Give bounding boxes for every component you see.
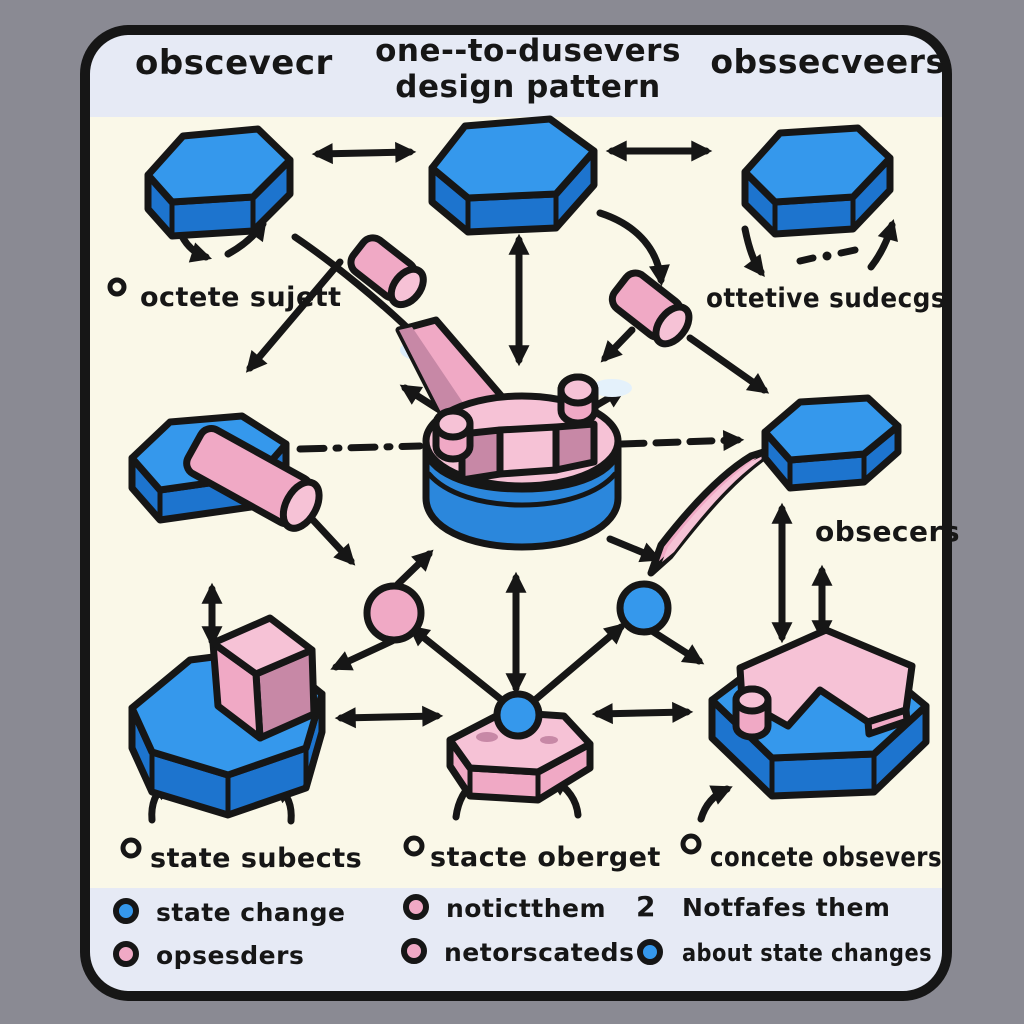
dashed-arrow [618,430,745,452]
blue-state-circle [616,580,672,636]
arrow [245,258,344,373]
dot [822,251,832,261]
pink-state-circle [363,582,425,644]
subject-hexagon-top-left [144,125,294,240]
pink-cube-top [209,614,316,678]
legend-label: Notfafes them [682,893,890,922]
hub-notch-wall [552,420,598,474]
card-border [80,25,952,1001]
double-arrow [591,701,694,725]
pad-slot [476,732,498,742]
blue-ball [493,690,543,740]
header-band [85,30,947,117]
hub-notch-floor [496,423,560,478]
bullet-ring [403,835,425,857]
dash [796,254,817,265]
legend-label: notictthem [446,894,606,923]
state-object-pad [446,690,594,804]
note-subject-top-right: ottetive sudecgs [706,283,946,314]
double-arrow [334,705,444,729]
arrow [606,535,662,563]
header-left-label: obscevecr [135,43,333,83]
legend-label: netorscateds [444,938,634,967]
legend-number-bullet: 2 [636,890,656,923]
concrete-observer-hexagon-bottom-right [708,626,930,800]
double-arrow [311,141,417,165]
note-observers-right: obsecers [815,515,960,548]
observer-hexagon-mid-right [647,394,902,577]
arrow [600,326,636,363]
curved-arrow [596,209,670,287]
arrow [686,334,770,394]
pink-cylinder-attachment [183,425,323,532]
legend-label: about state changes [682,939,932,967]
title-line2: design pattern [395,69,660,105]
message-cylinder-left [347,234,427,309]
pink-dot-icon [113,941,139,967]
caption-concrete-observers: concete obsevers [710,842,942,873]
legend: state change opsesders notictthem netors… [113,890,932,970]
arrow [394,549,434,588]
relationship-arrows [148,140,898,825]
subject-hexagon-top-center [428,115,598,236]
dash [837,246,859,257]
dash-dot-line [296,442,424,453]
pink-dot-icon [401,938,427,964]
curved-arrow [741,225,765,277]
concrete-subject-hexagon-bottom-left [128,614,326,819]
arrow [308,515,356,566]
pad-slot [540,736,558,744]
note-subject-top-left: octete sujett [140,282,342,313]
caption-state-subjects: state subects [150,843,362,874]
legend-label: opsesders [156,941,304,970]
bullet-ring [680,833,702,855]
arrow [330,637,396,671]
curved-arrow [867,218,898,271]
bullet-ring [107,277,127,297]
caption-arrow [697,785,733,823]
blue-dot-icon [113,898,139,924]
highlight [592,379,632,397]
title-line1: one--to-dusevers [375,33,681,69]
caption-state-object: stacte oberget [430,842,661,873]
arrow [408,625,512,709]
pink-dot-icon [403,894,429,920]
arrow [399,384,442,413]
legend-label: state change [156,898,345,927]
arrow [648,627,705,665]
central-subject-hub [395,316,632,551]
arrow [525,622,626,709]
bullet-ring [120,837,142,859]
slab-edge [864,706,911,738]
blue-dot-icon [637,939,663,965]
observer-hexagon-mid-left [128,412,323,532]
legend-band [85,888,947,996]
header-right-label: obssecveers [710,42,945,81]
message-cylinder-right [608,269,693,348]
subject-hexagon-top-right [741,124,894,238]
